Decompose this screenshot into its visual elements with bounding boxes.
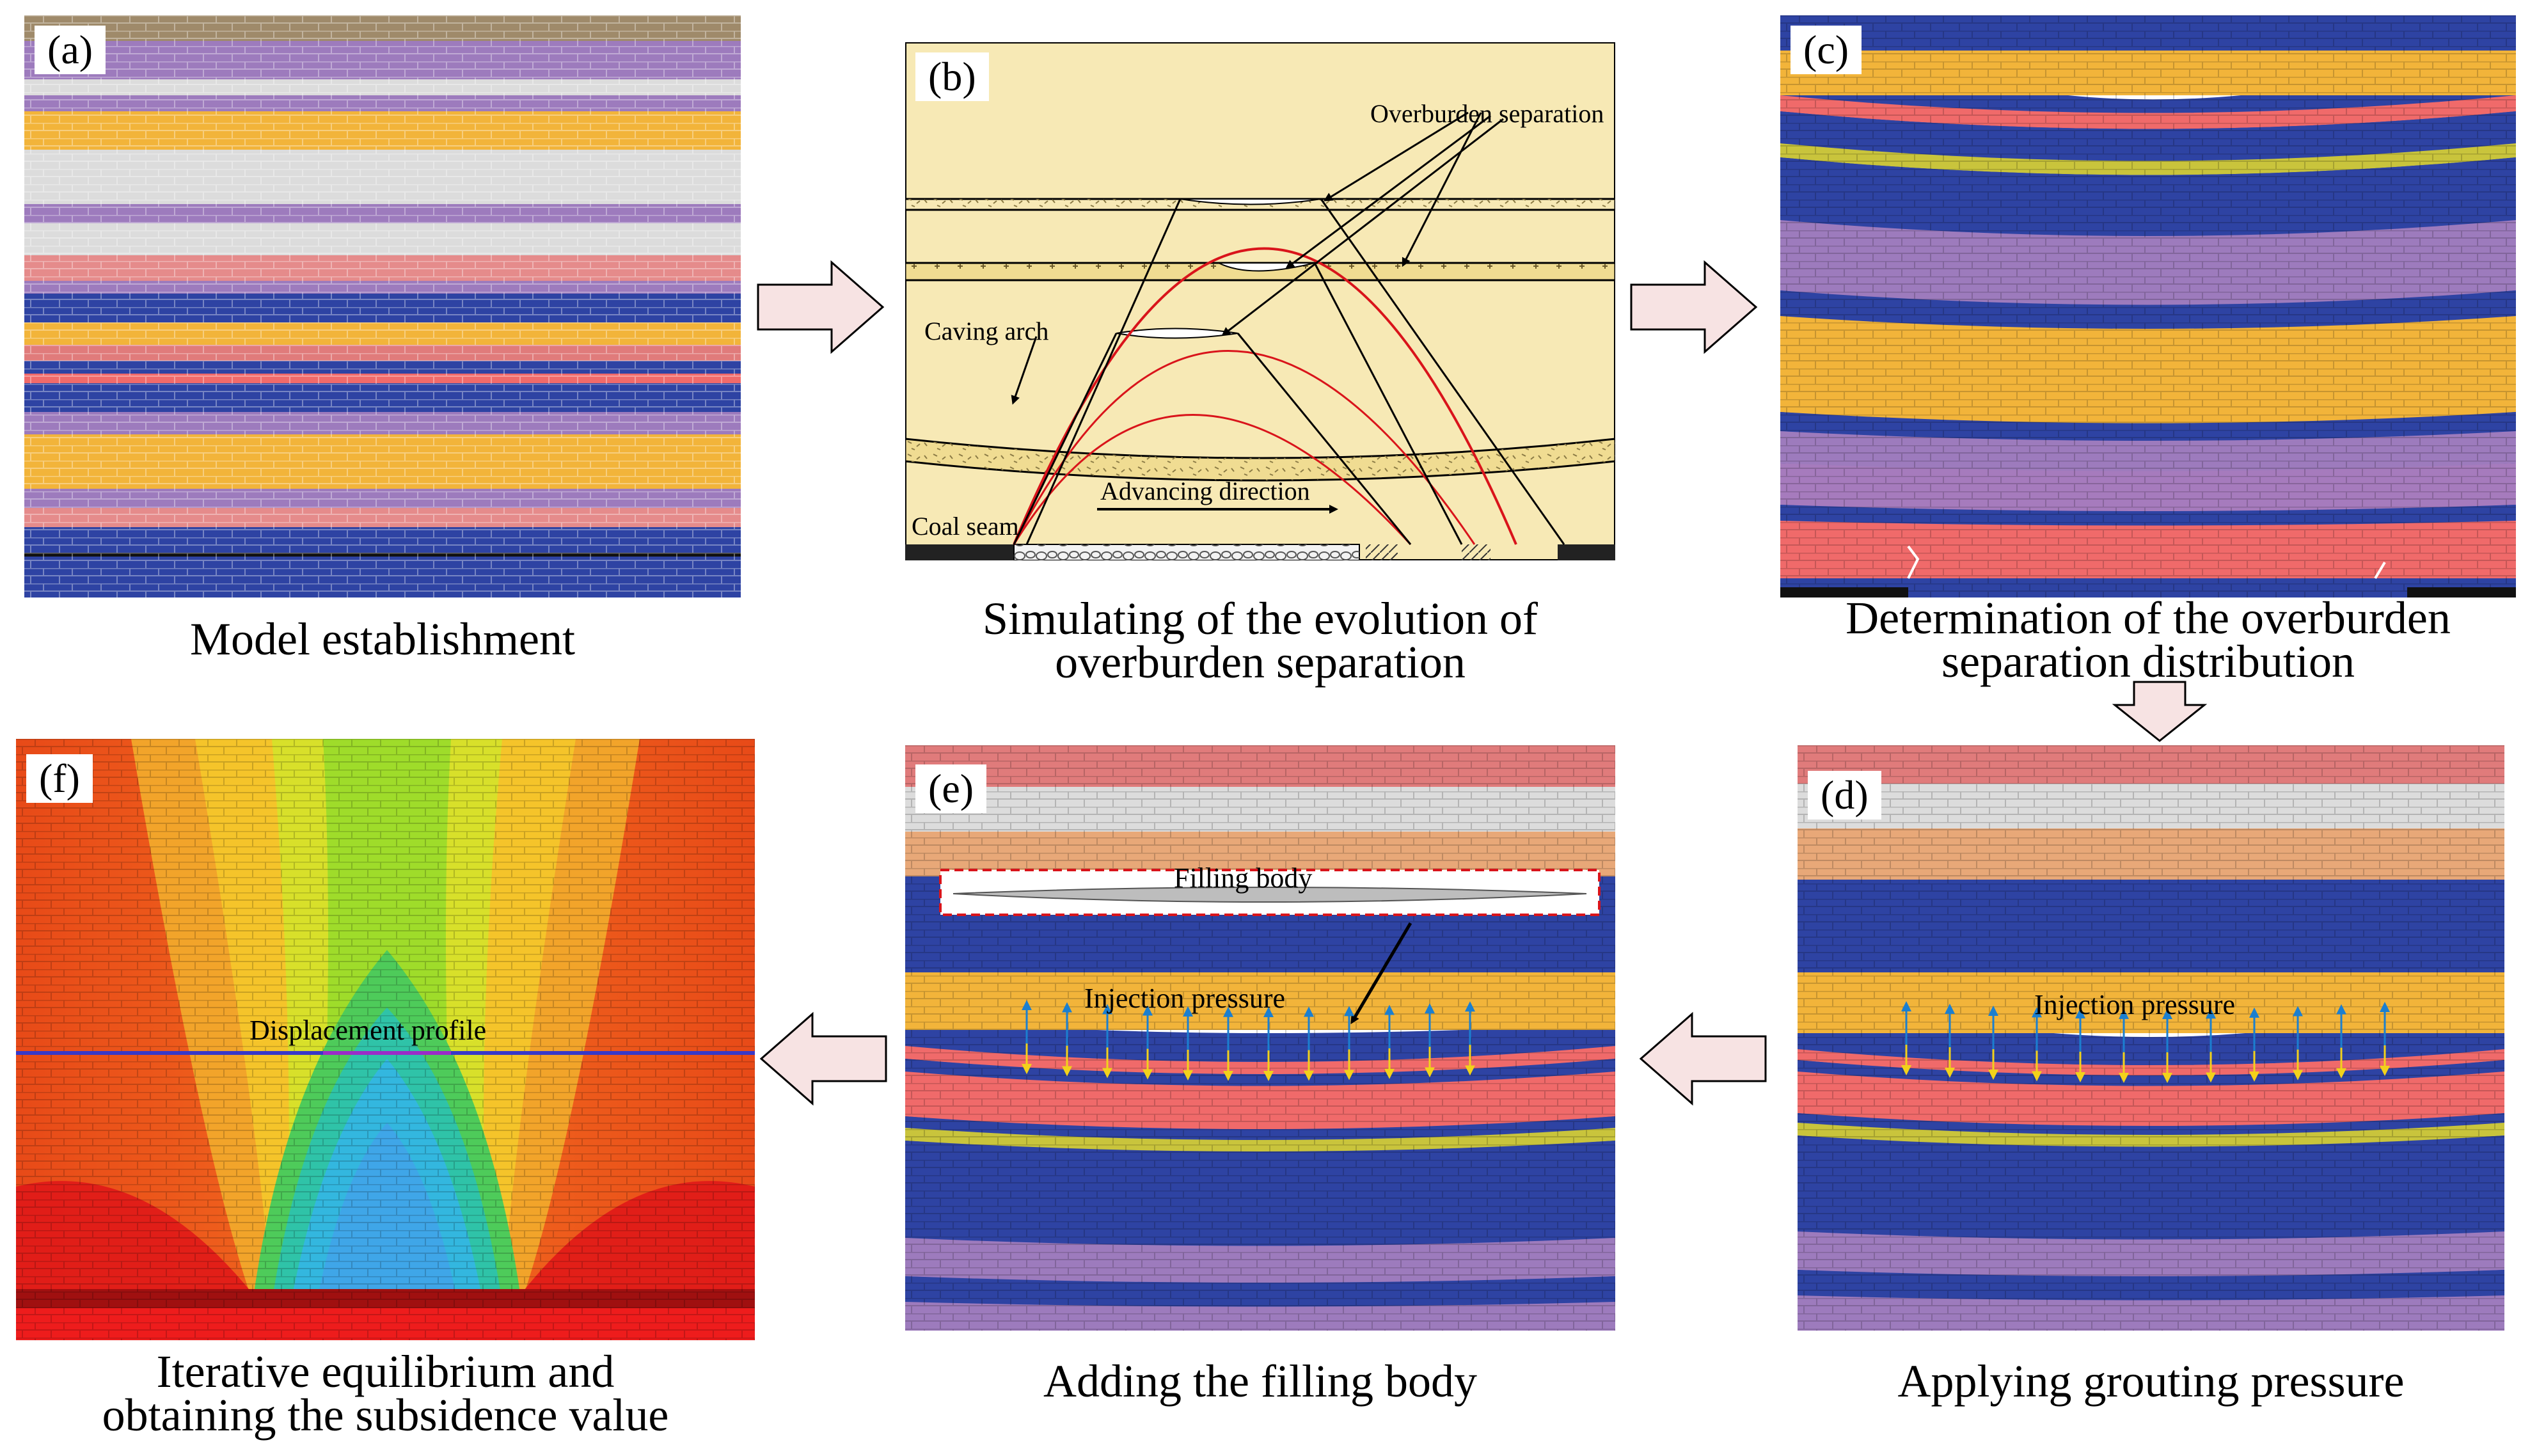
panel-b-schematic: Overburden separation Caving arch Advanc… bbox=[905, 42, 1615, 560]
panel-d-grouting-pressure: Injection pressure (d) bbox=[1798, 745, 2504, 1331]
label-caving-arch: Caving arch bbox=[924, 317, 1048, 345]
panel-e-tag: (e) bbox=[915, 764, 987, 813]
panel-f-caption-line1: Iterative equilibrium and bbox=[156, 1346, 615, 1397]
flow-arrow-d-to-e bbox=[1639, 1011, 1767, 1106]
panel-a-model: (a) bbox=[24, 15, 741, 597]
panel-a-caption: Model establishment bbox=[190, 613, 575, 665]
injection-arrows bbox=[1022, 1000, 1475, 1081]
panel-c-tag: (c) bbox=[1791, 26, 1862, 74]
panel-e-caption: Adding the filling body bbox=[1043, 1356, 1477, 1407]
flow-arrow-a-to-b bbox=[757, 260, 885, 354]
panel-e-filling-body: Filling body Injection pressure (e) bbox=[905, 745, 1615, 1331]
panel-d-tag: (d) bbox=[1808, 771, 1881, 819]
flow-arrow-b-to-c bbox=[1630, 260, 1758, 354]
panel-c-caption-line2: separation distribution bbox=[1941, 636, 2355, 687]
label-injection-pressure-d: Injection pressure bbox=[2034, 989, 2235, 1020]
panel-b-tag: (b) bbox=[915, 52, 989, 101]
panel-c-caption-line1: Determination of the overburden bbox=[1846, 592, 2451, 644]
panel-d-caption: Applying grouting pressure bbox=[1897, 1356, 2405, 1407]
panel-c-caption: Determination of the overburden separati… bbox=[1780, 592, 2516, 687]
label-coal-seam: Coal seam bbox=[912, 512, 1019, 541]
label-overburden-separation: Overburden separation bbox=[1370, 99, 1604, 128]
label-advancing-direction: Advancing direction bbox=[1100, 477, 1310, 505]
panel-f-displacement-field: Displacement profile (f) bbox=[16, 739, 755, 1340]
panel-a-tag: (a) bbox=[35, 26, 106, 74]
injection-arrows bbox=[1901, 1001, 2390, 1083]
label-injection-pressure-e: Injection pressure bbox=[1084, 983, 1285, 1014]
panel-b-caption-line2: overburden separation bbox=[1055, 637, 1466, 688]
panel-b-caption: Simulating of the evolution of overburde… bbox=[905, 593, 1615, 688]
panel-f-tag: (f) bbox=[26, 754, 93, 803]
panel-f-caption: Iterative equilibrium and obtaining the … bbox=[16, 1346, 755, 1441]
panel-f-caption-line2: obtaining the subsidence value bbox=[102, 1389, 669, 1441]
flow-arrow-c-to-d bbox=[2112, 681, 2208, 742]
panel-c-separation-distribution: (c) bbox=[1780, 15, 2516, 597]
flow-arrow-e-to-f bbox=[759, 1011, 887, 1106]
panel-b-caption-line1: Simulating of the evolution of bbox=[983, 593, 1538, 644]
label-displacement-profile: Displacement profile bbox=[249, 1015, 486, 1046]
label-filling-body: Filling body bbox=[1174, 862, 1312, 894]
